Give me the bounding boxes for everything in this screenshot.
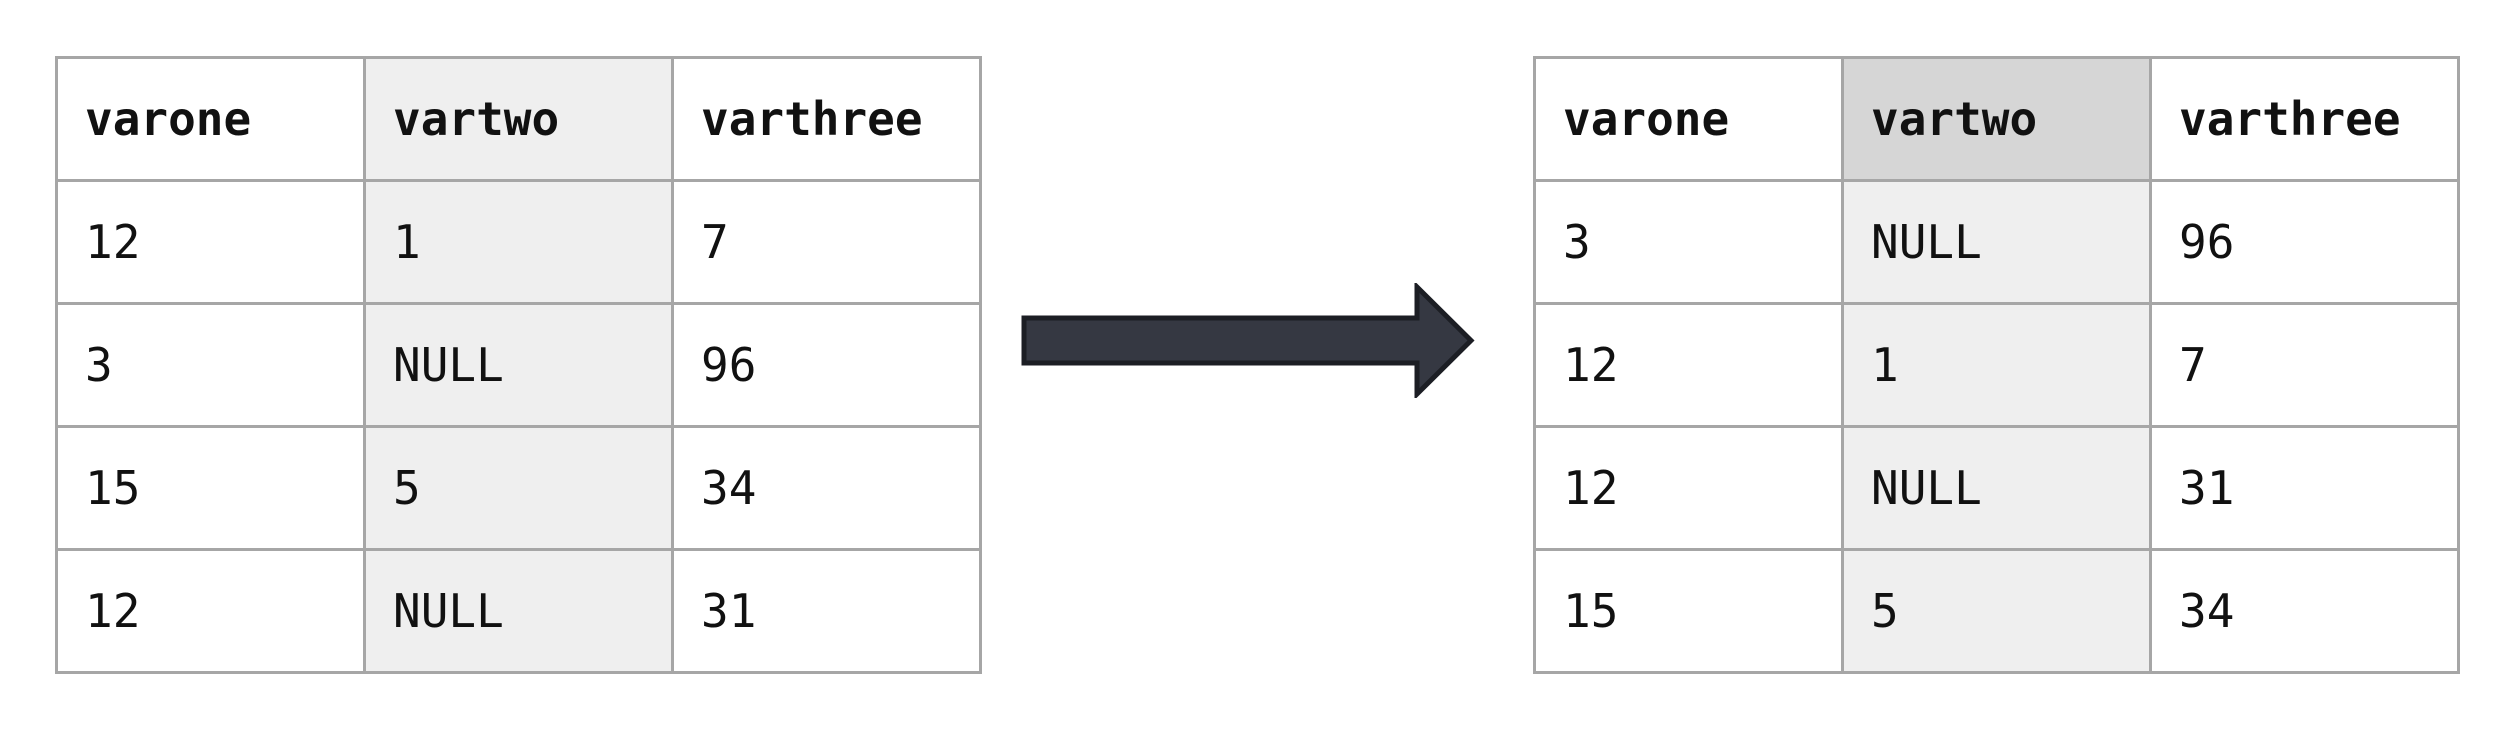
table-header-row: varone vartwo varthree	[55, 56, 982, 182]
table-cell: NULL	[363, 302, 674, 428]
table-header-row: varone vartwo varthree	[1533, 56, 2460, 182]
table-cell: 12	[1533, 302, 1844, 428]
column-header-varone: varone	[55, 56, 366, 182]
table-cell: 5	[1841, 548, 2152, 674]
table-cell: 3	[55, 302, 366, 428]
table-row: 15 5 34	[55, 425, 982, 551]
right-arrow-icon	[1021, 283, 1475, 398]
table-cell: 1	[363, 179, 674, 305]
table-cell: 31	[671, 548, 982, 674]
table-row: 3 NULL 96	[1533, 179, 2460, 305]
table-cell: 34	[2149, 548, 2460, 674]
table-cell: 12	[55, 548, 366, 674]
table-row: 12 1 7	[1533, 302, 2460, 428]
table-before: varone vartwo varthree 12 1 7 3 NULL 96 …	[55, 56, 982, 674]
table-cell: 12	[1533, 425, 1844, 551]
table-after: varone vartwo varthree 3 NULL 96 12 1 7 …	[1533, 56, 2460, 674]
table-cell: 96	[671, 302, 982, 428]
table-cell: 3	[1533, 179, 1844, 305]
table-cell: NULL	[1841, 179, 2152, 305]
table-cell: 96	[2149, 179, 2460, 305]
table-cell: 1	[1841, 302, 2152, 428]
column-header-varone: varone	[1533, 56, 1844, 182]
table-row: 12 NULL 31	[1533, 425, 2460, 551]
arrow-shape	[1021, 283, 1475, 398]
table-row: 15 5 34	[1533, 548, 2460, 674]
table-cell: 12	[55, 179, 366, 305]
column-header-varthree: varthree	[2149, 56, 2460, 182]
column-header-vartwo: vartwo	[363, 56, 674, 182]
table-cell: NULL	[363, 548, 674, 674]
column-header-varthree: varthree	[671, 56, 982, 182]
table-row: 12 1 7	[55, 179, 982, 305]
table-cell: 31	[2149, 425, 2460, 551]
table-cell: NULL	[1841, 425, 2152, 551]
table-cell: 15	[55, 425, 366, 551]
table-cell: 5	[363, 425, 674, 551]
table-row: 3 NULL 96	[55, 302, 982, 428]
table-row: 12 NULL 31	[55, 548, 982, 674]
table-cell: 15	[1533, 548, 1844, 674]
column-header-vartwo: vartwo	[1841, 56, 2152, 182]
table-cell: 7	[2149, 302, 2460, 428]
table-cell: 7	[671, 179, 982, 305]
table-cell: 34	[671, 425, 982, 551]
